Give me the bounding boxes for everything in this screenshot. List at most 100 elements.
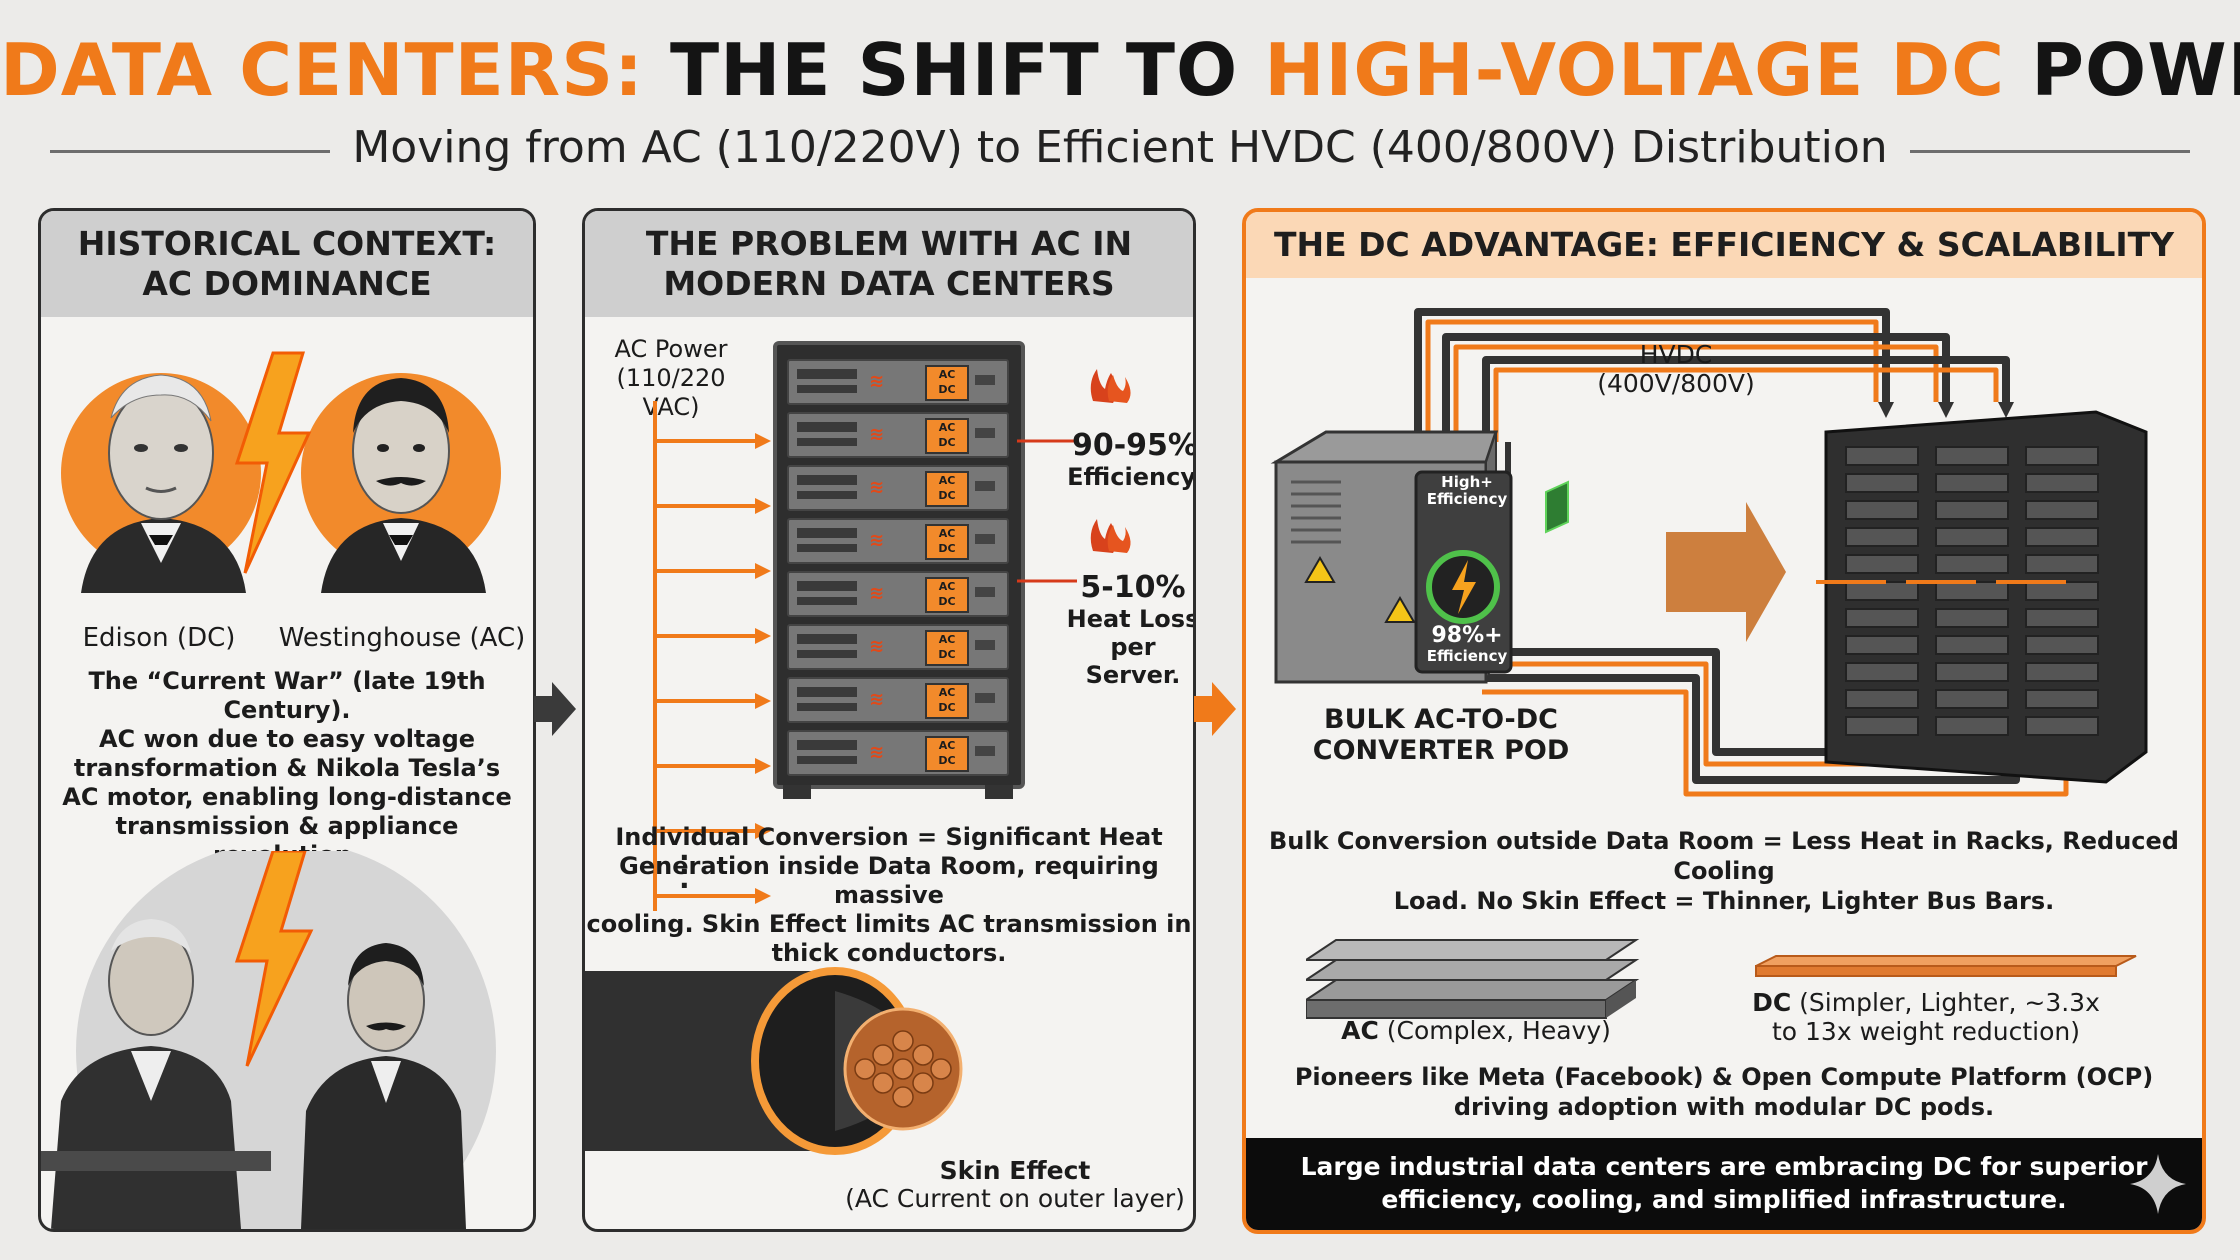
heat-icon: ≋	[869, 530, 885, 551]
edison-tesla-portraits	[61, 351, 501, 593]
rack-slot	[2025, 527, 2099, 547]
rack-slot	[1845, 554, 1919, 574]
title-part-3: HIGH-VOLTAGE DC	[1264, 28, 2006, 112]
efficiency-callout: 90-95% Efficiency.	[1065, 429, 1193, 492]
title-part-4: POWER	[2031, 28, 2240, 112]
panel-problem-with-ac: THE PROBLEM WITH AC IN MODERN DATA CENTE…	[582, 208, 1196, 1232]
rack-slot	[2025, 662, 2099, 682]
summary-banner-line-2: efficiency, cooling, and simplified infr…	[1381, 1185, 2067, 1214]
flow-arrow-icon	[1666, 502, 1786, 642]
rack-slot	[1845, 500, 1919, 520]
skin-effect-subtitle: (AC Current on outer layer)	[845, 1184, 1185, 1213]
converter-pod-label: BULK AC-TO-DC CONVERTER POD	[1276, 704, 1606, 766]
panel-3-body: Bulk Conversion outside Data Room = Less…	[1246, 826, 2202, 916]
heat-icon: ≋	[869, 636, 885, 657]
skin-effect-label: Skin Effect (AC Current on outer layer)	[845, 1157, 1185, 1213]
panel-1-body-line-1: The “Current War” (late 19th Century).	[88, 667, 486, 724]
page-subtitle: Moving from AC (110/220V) to Efficient H…	[352, 122, 1888, 173]
dc-bus-label-bold: DC	[1752, 988, 1792, 1017]
dc-bus-label-rest-1: (Simpler, Lighter, ~3.3x	[1791, 988, 2100, 1017]
panel-2-body-line-3: cooling. Skin Effect limits AC transmiss…	[586, 910, 1192, 938]
pod-badge-efficiency: 98%+ Efficiency	[1412, 624, 1522, 665]
subtitle-rule-left	[50, 150, 330, 153]
rack-slot	[1845, 473, 1919, 493]
panel-1-body-line-4: AC motor, enabling long-distance	[62, 783, 512, 811]
cable-cross-section	[585, 967, 963, 1155]
hvdc-label: HVDC (400V/800V)	[1586, 340, 1766, 398]
rack-slot	[1845, 446, 1919, 466]
sparkle-icon	[2130, 1154, 2186, 1214]
rack-slot	[2025, 446, 2099, 466]
rack-slot	[2025, 473, 2099, 493]
rack-slot	[2025, 716, 2099, 736]
panel-historical-context: HISTORICAL CONTEXT: AC DOMINANCE	[38, 208, 536, 1232]
panel-2-heading-line-1: THE PROBLEM WITH AC IN	[645, 224, 1133, 263]
heat-callout-lines	[1017, 369, 1131, 583]
summary-banner-text: Large industrial data centers are embrac…	[1246, 1150, 2202, 1216]
rack-slot	[2025, 554, 2099, 574]
panel-2-body-line-1: Individual Conversion = Significant Heat	[615, 823, 1163, 851]
label-westinghouse: Westinghouse (AC)	[278, 623, 526, 653]
panel-1-heading-line-2: AC DOMINANCE	[142, 264, 432, 303]
label-edison: Edison (DC)	[82, 623, 236, 653]
arrow-right-icon	[534, 682, 576, 736]
heat-icon: ≋	[869, 424, 885, 445]
lightning-bolt-icon-2	[234, 851, 314, 1067]
rack-slot	[1935, 635, 2009, 655]
rack-slot	[1845, 635, 1919, 655]
converter-pod-label-line-1: BULK AC-TO-DC	[1324, 704, 1558, 735]
pod-badge-top-line-2: Efficiency	[1426, 490, 1508, 508]
panel-2-heading: THE PROBLEM WITH AC IN MODERN DATA CENTE…	[585, 211, 1193, 317]
panel-2-heading-line-2: MODERN DATA CENTERS	[663, 264, 1115, 303]
rack-foot-left	[783, 785, 811, 799]
panel-3-heading: THE DC ADVANTAGE: EFFICIENCY & SCALABILI…	[1246, 212, 2202, 278]
rack-foot-right	[985, 785, 1013, 799]
rack-slot	[1935, 527, 2009, 547]
pioneers-text-line-1: Pioneers like Meta (Facebook) & Open Com…	[1294, 1063, 2154, 1091]
panel-1-body-line-3: transformation & Nikola Tesla’s	[73, 754, 501, 782]
rack-slot	[1935, 662, 2009, 682]
rack-slot	[1935, 446, 2009, 466]
westinghouse-portrait	[321, 378, 486, 593]
edison-portrait	[81, 374, 246, 593]
flame-icon-2	[1090, 519, 1131, 553]
title-part-2: THE SHIFT TO	[669, 28, 1239, 112]
rack-slot	[1845, 662, 1919, 682]
title-part-1: DATA CENTERS:	[0, 28, 644, 112]
dc-bus-label: DC (Simpler, Lighter, ~3.3x to 13x weigh…	[1746, 988, 2106, 1046]
rack-slot	[1845, 608, 1919, 628]
bus-bars-illustration	[1306, 939, 2137, 1019]
rack-slot	[2025, 635, 2099, 655]
dc-bus-label-rest-2: to 13x weight reduction)	[1771, 1017, 2081, 1046]
panel-1-body: The “Current War” (late 19th Century). A…	[41, 667, 533, 870]
panel-1-body-line-2: AC won due to easy voltage	[98, 725, 476, 753]
subtitle-row: Moving from AC (110/220V) to Efficient H…	[0, 122, 2240, 182]
panel-2-body-line-4: thick conductors.	[771, 939, 1007, 967]
heat-icon: ≋	[869, 371, 885, 392]
rack-slot	[1845, 716, 1919, 736]
panel-3-body-line-1: Bulk Conversion outside Data Room = Less…	[1269, 827, 2179, 885]
subtitle-rule-right	[1910, 150, 2190, 153]
rack-slot	[2025, 608, 2099, 628]
pod-badge-label: Efficiency	[1426, 647, 1508, 665]
rack-slot	[1935, 716, 2009, 736]
ac-power-label-line-2: (110/220 VAC)	[616, 364, 726, 421]
heat-loss-label-line-2: per Server.	[1085, 633, 1181, 689]
hvdc-label-line-1: HVDC	[1639, 340, 1713, 369]
edison-tesla-illustration	[41, 851, 496, 1229]
ac-bus-label-bold: AC	[1341, 1016, 1379, 1045]
ac-bus-label-rest: (Complex, Heavy)	[1378, 1016, 1611, 1045]
panel-2-body-line-2: Generation inside Data Room, requiring m…	[619, 852, 1159, 909]
hvdc-label-line-2: (400V/800V)	[1597, 369, 1755, 398]
arrow-right-orange-icon	[1194, 682, 1236, 736]
